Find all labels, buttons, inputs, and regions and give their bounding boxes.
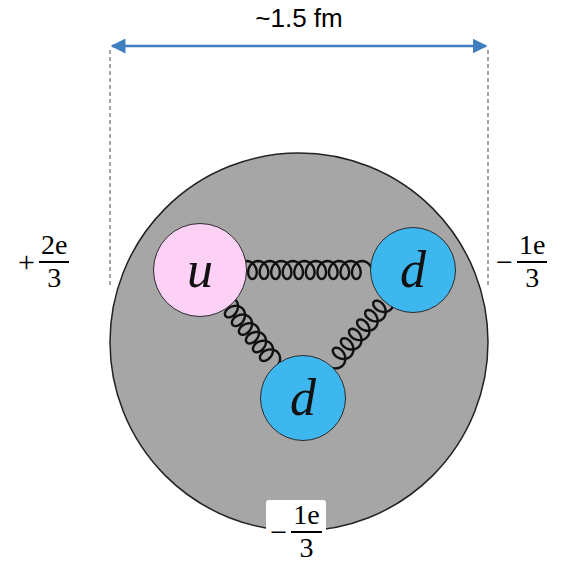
charge-fraction: 1e3 — [291, 500, 321, 564]
extent-line — [487, 50, 488, 285]
charge-denominator: 3 — [47, 263, 61, 294]
charge-label: −1e3 — [496, 230, 547, 294]
charge-numerator: 1e — [517, 230, 547, 263]
charge-sign: − — [270, 515, 287, 548]
charge-denominator: 3 — [299, 533, 313, 564]
quark-circle: u — [153, 223, 247, 317]
gluon-spring — [237, 261, 372, 279]
quark-symbol: d — [290, 372, 316, 424]
dimension-label: ~1.5 fm — [255, 3, 342, 33]
quark-symbol: d — [400, 244, 426, 296]
charge-sign: + — [18, 245, 35, 278]
extent-line — [109, 50, 110, 285]
charge-denominator: 3 — [525, 263, 539, 294]
charge-label: −1e3 — [266, 500, 325, 564]
charge-fraction: 2e3 — [39, 230, 69, 294]
quark-circle: d — [370, 227, 456, 313]
charge-sign: − — [496, 245, 513, 278]
quark-symbol: u — [187, 244, 213, 296]
charge-numerator: 2e — [39, 230, 69, 263]
charge-numerator: 1e — [291, 500, 321, 533]
charge-label: +2e3 — [18, 230, 69, 294]
dimension-arrow — [112, 45, 486, 48]
dimension-label-box: ~1.5 fm — [255, 4, 342, 33]
charge-fraction: 1e3 — [517, 230, 547, 294]
nucleon-body — [110, 153, 488, 531]
quark-circle: d — [260, 355, 346, 441]
